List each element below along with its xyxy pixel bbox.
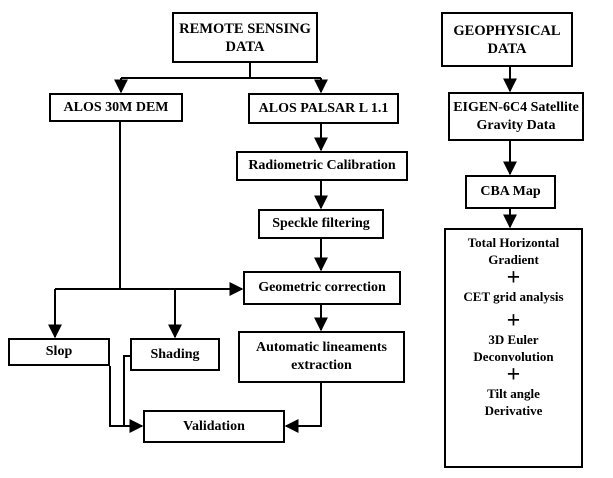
- plus-sign-1: +: [506, 265, 521, 291]
- radiometric-calibration-box: Radiometric Calibration: [236, 151, 408, 181]
- alos-dem-box: ALOS 30M DEM: [49, 93, 183, 122]
- plus-sign-3: +: [506, 362, 521, 388]
- plus-sign-2: +: [506, 308, 521, 334]
- euler-line-2: Deconvolution: [473, 349, 554, 364]
- slop-box: Slop: [8, 338, 110, 366]
- edge-shading-validation: [123, 355, 142, 427]
- auto-line-1: Automatic lineaments: [255, 340, 388, 355]
- geometric-correction-box: Geometric correction: [243, 271, 401, 305]
- auto-line-2: extraction: [291, 358, 352, 373]
- alos-palsar-box: ALOS PALSAR L 1.1: [248, 93, 399, 124]
- thg-line-1: Total Horizontal: [467, 235, 560, 250]
- edge-slop-validation: [109, 366, 144, 433]
- validation-label: Validation: [183, 418, 245, 434]
- shading-label: Shading: [150, 346, 200, 362]
- geometric-label: Geometric correction: [258, 280, 386, 295]
- geophysical-data-box: GEOPHYSICAL DATA: [441, 12, 573, 67]
- radiometric-label: Radiometric Calibration: [248, 158, 396, 173]
- remote-sensing-line-2: DATA: [225, 38, 265, 55]
- cba-label: CBA Map: [480, 184, 541, 199]
- thg-line-2: Gradient: [488, 252, 539, 267]
- eigen-gravity-box: EIGEN-6C4 Satellite Gravity Data: [448, 92, 584, 141]
- gravity-methods-box: Total Horizontal Gradient + CET grid ana…: [444, 228, 583, 468]
- remote-sensing-data-box: REMOTE SENSING DATA: [172, 12, 318, 63]
- eigen-line-1: EIGEN-6C4 Satellite: [453, 99, 579, 115]
- automatic-lineaments-box: Automatic lineaments extraction: [238, 331, 405, 383]
- edge-auto-validation: [284, 383, 322, 433]
- remote-sensing-line-1: REMOTE SENSING: [179, 20, 311, 37]
- slop-label: Slop: [45, 344, 73, 359]
- tilt-line-1: Tilt angle: [487, 386, 540, 401]
- geophysical-line-2: DATA: [487, 40, 527, 57]
- geophysical-line-1: GEOPHYSICAL: [453, 22, 561, 39]
- cet-label: CET grid analysis: [463, 289, 564, 304]
- shading-box: Shading: [130, 338, 220, 371]
- cba-map-box: CBA Map: [465, 175, 556, 209]
- speckle-filtering-box: Speckle filtering: [258, 209, 384, 239]
- speckle-label: Speckle filtering: [272, 216, 370, 231]
- euler-line-1: 3D Euler: [488, 332, 539, 347]
- eigen-line-2: Gravity Data: [476, 117, 556, 133]
- alos-dem-label: ALOS 30M DEM: [63, 99, 169, 115]
- validation-box: Validation: [143, 410, 285, 443]
- alos-palsar-label: ALOS PALSAR L 1.1: [258, 100, 389, 116]
- tilt-line-2: Derivative: [484, 403, 543, 418]
